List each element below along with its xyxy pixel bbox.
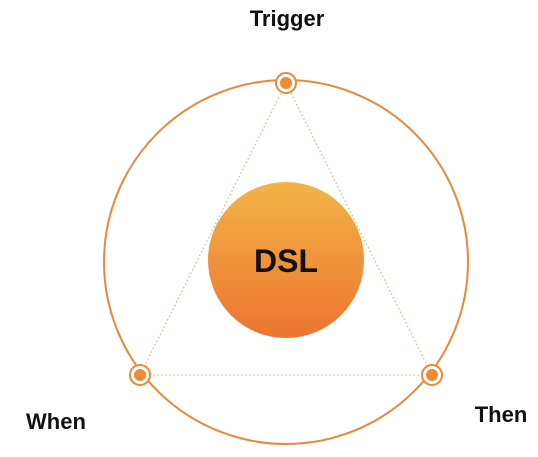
then-node (421, 364, 443, 386)
dotted-triangle (139, 81, 433, 376)
center-label: DSL (254, 243, 318, 279)
when-label: When (26, 409, 86, 434)
trigger-node (275, 72, 297, 94)
then-label: Then (475, 402, 528, 427)
trigger-node-dot (280, 77, 292, 89)
center-disc (208, 182, 364, 338)
trigger-label: Trigger (250, 6, 325, 31)
then-node-dot (426, 369, 438, 381)
when-node (129, 364, 151, 386)
when-node-dot (134, 369, 146, 381)
